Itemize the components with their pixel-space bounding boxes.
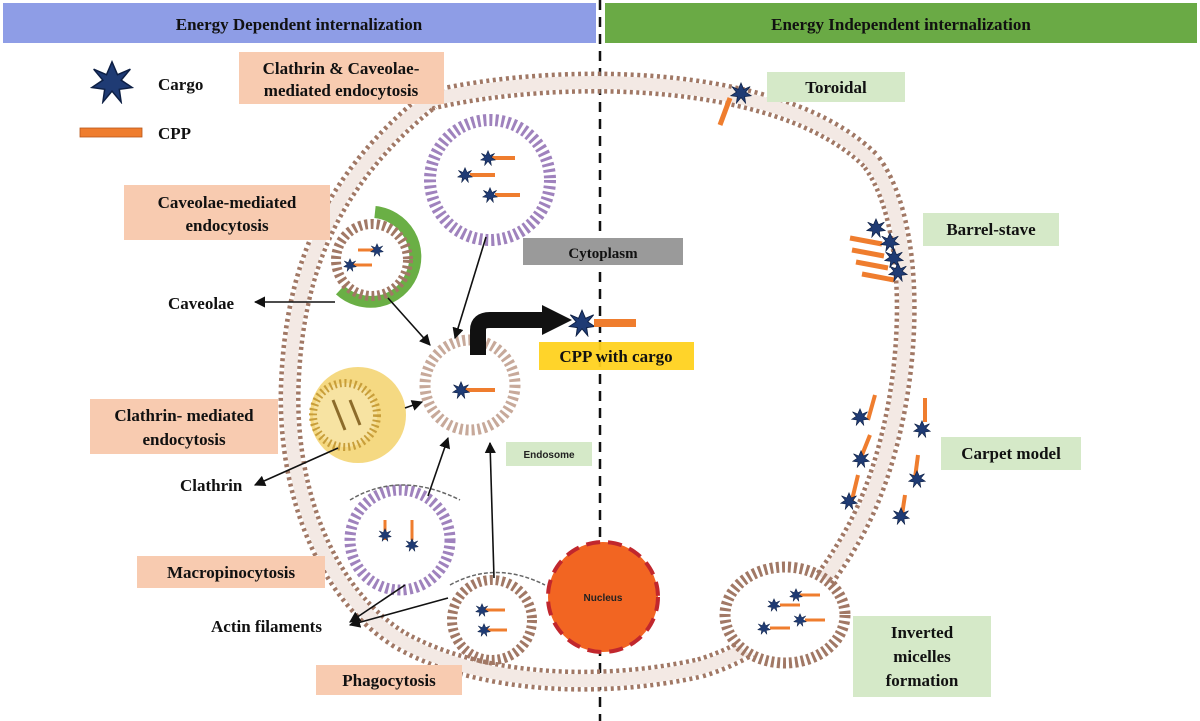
cytoplasm-label: Cytoplasm: [568, 246, 638, 262]
macropinosome: [344, 484, 456, 596]
cpp-mark: [855, 259, 889, 271]
endosome-label-box: [506, 442, 592, 466]
caveolae-vesicle: [331, 206, 422, 308]
carpet-model-box: [941, 437, 1081, 470]
right-header-bar: [605, 3, 1197, 43]
barrel-stave-box: [923, 213, 1059, 246]
actin-pointer-lower: [348, 597, 449, 628]
actin-pointer-upper: [349, 584, 406, 623]
membrane-core: [283, 76, 913, 688]
caveolae-mediated-line2: endocytosis: [185, 216, 269, 235]
phagocytosis-label: Phagocytosis: [342, 671, 436, 690]
cpp-mark: [861, 271, 895, 283]
caveolae-mediated-line1: Caveolae-mediated: [158, 193, 297, 212]
left-header-bar: [3, 3, 596, 43]
nucleus-label: Nucleus: [584, 593, 623, 604]
toroidal-pore: [717, 82, 752, 126]
phagosome: [447, 575, 537, 665]
arrow-clathrin-to-endosome: [404, 400, 424, 411]
cpp-mark: [348, 399, 362, 426]
clathrin-caveolae-line1: Clathrin & Caveolae-: [263, 59, 420, 78]
caveolae-label: Caveolae: [168, 294, 235, 313]
cpp-mark: [851, 247, 885, 259]
phagocytosis-box: [316, 665, 462, 695]
cpp-mark: [331, 399, 347, 431]
cpp-mark: [849, 235, 883, 247]
inverted-micelle-membrane: [719, 561, 851, 669]
actin-filaments-label: Actin filaments: [211, 617, 322, 636]
caveolin-coat: [335, 206, 422, 308]
cell-membrane: [278, 71, 917, 692]
inverted-micelles-line1: Inverted: [891, 623, 954, 642]
inverted-micelle: [719, 561, 851, 669]
clathrin-pointer: [253, 447, 339, 487]
clathrin-mediated-line2: endocytosis: [142, 430, 226, 449]
arrow-vesicle-to-endosome: [452, 236, 487, 340]
cpp-with-cargo-box: [539, 342, 694, 370]
legend-cargo-label: Cargo: [158, 75, 203, 94]
carpet-model-peptides: [840, 394, 931, 525]
inverted-micelles-line3: formation: [886, 671, 959, 690]
arrow-phagosome-to-endosome: [484, 441, 496, 579]
cargo-mark: [852, 450, 870, 468]
right-header-title: Energy Independent internalization: [771, 15, 1031, 34]
clathrin-pit: [309, 379, 381, 451]
legend-cpp-label: CPP: [158, 124, 191, 143]
release-arrow-head: [542, 305, 572, 335]
released-cpp-icon: [594, 319, 636, 327]
clathrin-mediated-box: [90, 399, 278, 454]
cpp-mark: [850, 474, 860, 501]
inverted-micelles-line2: micelles: [893, 647, 951, 666]
release-arrow: [470, 312, 545, 355]
clathrin-caveolae-box: [239, 52, 444, 104]
macropinocytosis-vesicle: [344, 484, 461, 596]
purple-vesicle-top: [424, 114, 556, 246]
nucleus: [546, 540, 660, 654]
cargo-mark: [908, 470, 926, 488]
cpp-mark: [866, 394, 877, 421]
arrow-caveolae-to-endosome: [387, 297, 431, 346]
clathrin-mediated-line1: Clathrin- mediated: [114, 406, 254, 425]
cargo-legend-icon: [91, 61, 133, 103]
cargo-mark: [913, 420, 931, 438]
caveolae-membrane: [331, 219, 413, 301]
actin-filament-mark: [449, 571, 546, 586]
cpp-mark: [860, 434, 872, 456]
clathrin-label: Clathrin: [180, 476, 243, 495]
macropinocytosis-box: [137, 556, 325, 588]
barrel-stave-pore: [849, 218, 908, 283]
phagocytosis-vesicle: [447, 571, 546, 665]
barrel-stave-label: Barrel-stave: [946, 220, 1036, 239]
clathrin-caveolae-line2: mediated endocytosis: [264, 81, 419, 100]
released-cargo-icon: [568, 309, 596, 337]
arrow-macropinosome-to-endosome: [427, 436, 451, 497]
toroidal-box: [767, 72, 905, 102]
cargo-mark: [866, 218, 886, 238]
cargo-mark: [851, 408, 869, 426]
macropinocytosis-label: Macropinocytosis: [167, 563, 296, 582]
actin-filament-mark: [349, 484, 461, 501]
toroidal-label: Toroidal: [805, 78, 867, 97]
clathrin-vesicle: [309, 367, 406, 463]
cpp-with-cargo-label: CPP with cargo: [559, 347, 672, 366]
endosome-label: Endosome: [523, 450, 575, 461]
caveolae-mediated-box: [124, 185, 330, 240]
clathrin-caveolae-vesicle: [424, 114, 556, 246]
carpet-model-label: Carpet model: [961, 444, 1061, 463]
cpp-legend-icon: [79, 127, 143, 138]
cargo-mark: [892, 507, 910, 525]
left-header-title: Energy Dependent internalization: [176, 15, 423, 34]
cytoplasm-box: [523, 238, 683, 265]
cpp-mark: [717, 97, 733, 126]
inverted-micelles-box: [853, 616, 991, 697]
